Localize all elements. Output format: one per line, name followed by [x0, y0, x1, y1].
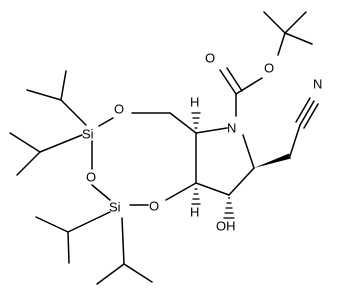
- isopropyl-si1-b: [9, 132, 83, 176]
- bond-tbu-me1: [263, 11, 286, 34]
- bond-tbu-c-o: [277, 32, 286, 56]
- bond-o-carbonyl: [235, 77, 263, 95]
- bond-carbonyl-double-b: [226, 67, 243, 92]
- bond-o3-c4a: [165, 182, 197, 201]
- bond-c5-c4a: [195, 182, 230, 196]
- bond-cn-triple-c: [303, 103, 319, 129]
- atom-o-carbonyl: O: [205, 51, 215, 66]
- isopropyl-si2-b: [96, 217, 153, 285]
- isopropyl-si1-a: [26, 70, 87, 126]
- bond-cn-triple-b: [295, 97, 311, 123]
- h-bond-bottom: [191, 188, 201, 205]
- bond-c7a-n: [195, 127, 228, 134]
- wedge-c6-ch2: [254, 153, 291, 168]
- cyanomethyl-group: [254, 97, 319, 168]
- h-bond-top: [191, 112, 201, 129]
- atom-o-ring-1: O: [114, 102, 124, 117]
- bond-ch2-cn: [289, 124, 301, 157]
- pyrrolidine-ring: [195, 127, 255, 196]
- atom-oh: OH: [216, 219, 236, 234]
- atom-o-ester: O: [264, 61, 274, 76]
- atom-h-bottom: H: [190, 205, 199, 220]
- bond-carbonyl-double-a: [219, 69, 237, 95]
- bond-cn-triple-a: [299, 100, 315, 126]
- isopropyl-si2-a: [35, 211, 111, 264]
- disiloxane-ring: [91, 112, 197, 206]
- atom-h-top: H: [190, 95, 199, 110]
- atom-n-nitrile: N: [313, 77, 322, 92]
- bond-tbu-me3: [284, 32, 313, 45]
- atom-si-upper: Si: [82, 127, 94, 142]
- atom-o-ring-2: O: [86, 170, 96, 185]
- atom-n-ring: N: [227, 121, 236, 136]
- bond-c7a-ch2: [169, 112, 197, 134]
- bond-o2-si2: [91, 184, 111, 201]
- atom-labels: O O N N H H OH O Si O Si O: [82, 51, 322, 234]
- atom-si-lower: Si: [109, 200, 121, 215]
- bond-tbu-me2: [284, 11, 307, 34]
- bond-o1-si1: [98, 117, 114, 127]
- boc-group: [219, 11, 313, 117]
- bond-c6-c5: [228, 167, 255, 196]
- hydroxyl-bond: [223, 197, 235, 219]
- atom-o-ring-3: O: [149, 199, 159, 214]
- bond-n-c6: [242, 134, 255, 169]
